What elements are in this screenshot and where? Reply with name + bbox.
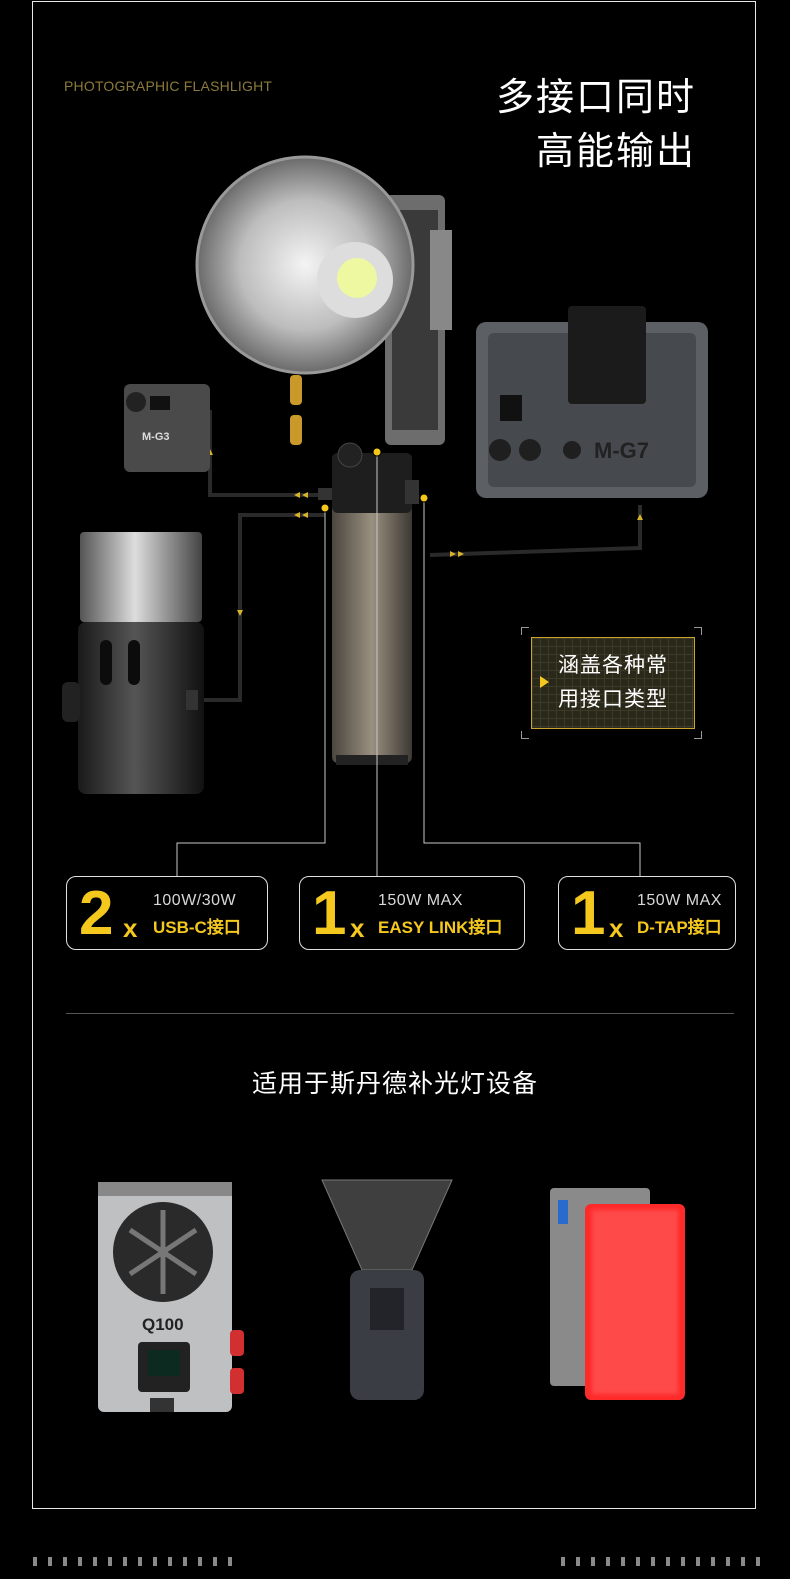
interface-callout: 涵盖各种常 用接口类型: [531, 637, 695, 729]
section-divider: [66, 1013, 734, 1014]
small-light-m-g3: M-G3: [124, 384, 210, 472]
compatible-devices: Q100: [98, 1179, 685, 1412]
leader-lines: [176, 452, 641, 876]
port-name: USB-C接口: [153, 918, 241, 937]
play-triangle-icon: [540, 676, 549, 688]
device-rgb-panel: [550, 1188, 685, 1400]
device-bowl-light: [321, 1179, 453, 1400]
content-frame: [32, 1, 756, 1509]
decorative-ticks-right: [561, 1557, 760, 1566]
port-count: 1: [571, 879, 606, 948]
compatibility-title: 适用于斯丹德补光灯设备: [251, 1069, 538, 1098]
product-illustration: M-G3 M-G7: [62, 155, 708, 876]
port-name: EASY LINK接口: [378, 918, 503, 937]
port-count: 2: [79, 879, 114, 948]
port-spec: 100W/30W: [153, 892, 237, 909]
port-count: 1: [312, 879, 347, 948]
port-multiplier: x: [350, 913, 365, 943]
corner-bracket: [694, 627, 702, 635]
port-spec: 150W MAX: [637, 892, 722, 909]
headline: 多接口同时 高能输出: [496, 70, 696, 178]
corner-bracket: [694, 731, 702, 739]
m-g3-label: M-G3: [142, 431, 170, 443]
tagline: PHOTOGRAPHIC FLASHLIGHT: [64, 78, 273, 94]
headline-line1: 多接口同时: [495, 75, 696, 119]
port-markers: [320, 447, 429, 513]
panel-light-m-g7: M-G7: [476, 306, 708, 498]
port-multiplier: x: [123, 913, 138, 943]
port-spec: 150W MAX: [378, 892, 463, 909]
cylinder-light: [62, 532, 204, 794]
battery-grip: [318, 442, 419, 765]
m-g7-label: M-G7: [594, 438, 649, 463]
port-badge-easy-link: 1 x 150W MAX EASY LINK接口: [299, 876, 525, 950]
port-badge-usb-c: 2 x 100W/30W USB-C接口: [66, 876, 268, 950]
cob-light: [195, 155, 452, 445]
port-name: D-TAP接口: [637, 918, 722, 937]
q100-label: Q100: [142, 1315, 184, 1334]
callout-line2: 用接口类型: [558, 687, 668, 711]
port-multiplier: x: [609, 913, 624, 943]
port-badge-d-tap: 1 x 150W MAX D-TAP接口: [558, 876, 736, 950]
decorative-ticks-left: [33, 1557, 232, 1566]
callout-line1: 涵盖各种常: [558, 653, 668, 677]
corner-bracket: [521, 731, 529, 739]
corner-bracket: [521, 627, 529, 635]
headline-line2: 高能输出: [535, 129, 696, 173]
device-q100: Q100: [98, 1182, 244, 1412]
